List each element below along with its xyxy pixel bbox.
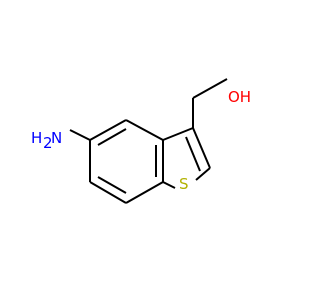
double-bond-c4-c5 — [97, 128, 127, 146]
bond-c7-c6 — [89, 181, 127, 204]
bond-c5-n — [69, 129, 91, 141]
bond-ch2-o — [192, 78, 228, 99]
benzene-ring — [89, 119, 164, 204]
bond-s-c7a — [162, 181, 176, 189]
hydroxymethyl-group — [192, 78, 228, 128]
bond-c4-c3a — [125, 119, 164, 141]
amino-group — [69, 129, 91, 141]
bond-c3-c2 — [192, 127, 211, 169]
thiophene-ring — [162, 127, 211, 189]
bond-c5-c4 — [89, 119, 127, 141]
bond-c3a-c3 — [162, 127, 194, 141]
sulfur-label: S — [179, 175, 189, 193]
bond-c2-s — [195, 167, 211, 181]
amine-n-label: N — [51, 129, 62, 147]
molecule-structure: OH S H 2 N — [31, 78, 251, 204]
amine-h-count-label: 2 — [43, 134, 53, 152]
amine-h-label: H — [31, 129, 42, 147]
hydroxyl-label: OH — [228, 88, 251, 106]
double-bond-c3-c2 — [185, 136, 201, 172]
double-bond-c6-c7 — [97, 176, 127, 194]
bond-c7a-c7 — [125, 181, 164, 204]
